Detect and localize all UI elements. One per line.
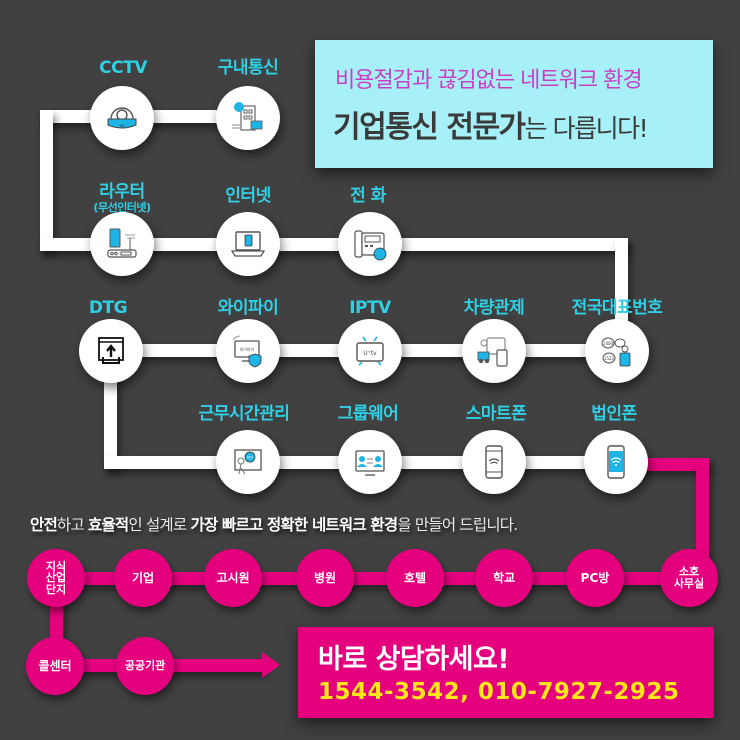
service-node-work-time: OFF	[216, 430, 280, 494]
service-node-phone	[338, 212, 402, 276]
path-line-magenta	[696, 458, 709, 578]
work-time-icon: OFF	[234, 449, 262, 475]
place-node-call-center: 콜센터	[26, 637, 84, 695]
router-icon	[107, 228, 137, 258]
laptop-icon	[230, 231, 266, 257]
groupware-icon	[355, 450, 385, 476]
place-node-public-agency: 공공기관	[116, 637, 174, 695]
cta-title: 바로 상담하세요!	[318, 644, 510, 675]
service-node-wifi: 와이파이	[216, 319, 280, 383]
service-node-smartphone	[462, 430, 526, 494]
path-line	[40, 238, 628, 251]
building-phone-icon	[232, 102, 263, 131]
place-node-school: 학교	[475, 549, 533, 607]
svg-text:oo: oo	[120, 123, 125, 128]
cta-phone-numbers[interactable]: 1544-3542, 010-7927-2925	[318, 679, 680, 705]
svg-text:OFF: OFF	[247, 456, 254, 460]
place-node-enterprise: 기업	[114, 549, 172, 607]
path-line	[40, 110, 53, 250]
service-node-vehicle	[462, 319, 526, 383]
service-node-router	[90, 212, 154, 276]
cctv-camera-icon: oo	[107, 107, 137, 129]
service-label-wifi: 와이파이	[217, 298, 279, 318]
service-node-internal-comm	[216, 86, 280, 150]
service-label-cctv: CCTV	[99, 58, 147, 78]
service-label-work-time: 근무시간관리	[198, 404, 290, 424]
svg-text:1522: 1522	[604, 356, 615, 361]
svg-text:U⁺tv: U⁺tv	[363, 350, 377, 357]
place-node-soho-office: 소호 사무실	[660, 549, 718, 607]
service-label-groupware: 그룹웨어	[337, 404, 399, 424]
tv-icon: U⁺tv	[356, 336, 384, 366]
corporate-phone-icon	[607, 445, 625, 479]
service-node-corp-phone	[584, 430, 648, 494]
arrow-head-icon	[262, 652, 280, 678]
service-label-iptv: IPTV	[349, 298, 391, 318]
service-label-internet: 인터넷	[225, 186, 271, 206]
service-label-phone: 전 화	[350, 186, 386, 206]
svg-text:1400: 1400	[603, 341, 614, 346]
service-label-smartphone: 스마트폰	[465, 404, 527, 424]
place-node-hotel: 호텔	[386, 549, 444, 607]
tagline: 안전하고 효율적인 설계로 가장 빠르고 정확한 네트워크 환경을 만들어 드립…	[30, 516, 518, 534]
office-phone-icon	[354, 230, 387, 261]
place-node-pc-cafe: PC방	[566, 549, 624, 607]
service-label-rep-number: 전국대표번호	[571, 298, 663, 318]
place-node-hospital: 병원	[296, 549, 354, 607]
headline-subtitle: 비용절감과 끊김없는 네트워크 환경	[335, 68, 643, 93]
wifi-monitor-shield-icon: 와이파이	[232, 335, 262, 368]
place-node-gosiwon: 고시원	[204, 549, 262, 607]
headline-title: 기업통신 전문가는 다릅니다!	[333, 110, 649, 145]
service-label-internal-comm: 구내통신	[217, 58, 279, 78]
representative-number-icon: 1400 1522	[601, 337, 631, 367]
truck-tracking-icon	[477, 337, 508, 367]
service-label-vehicle: 차량관제	[463, 298, 525, 318]
upload-icon	[98, 337, 124, 364]
headline-box: 비용절감과 끊김없는 네트워크 환경 기업통신 전문가는 다릅니다!	[315, 40, 713, 168]
svg-text:와이파이: 와이파이	[240, 346, 255, 352]
service-node-iptv: U⁺tv	[338, 319, 402, 383]
service-node-internet	[216, 212, 280, 276]
service-node-rep-number: 1400 1522	[585, 319, 649, 383]
cta-box: 바로 상담하세요! 1544-3542, 010-7927-2925	[298, 627, 714, 718]
service-node-groupware	[338, 430, 402, 494]
smartphone-icon	[485, 445, 503, 479]
place-node-industrial-complex: 지식 산업 단지	[27, 549, 85, 607]
service-label-corp-phone: 법인폰	[591, 404, 637, 424]
service-label-router: 라우터(무선인터넷)	[93, 182, 151, 214]
service-node-dtg	[79, 319, 143, 383]
service-label-dtg: DTG	[88, 298, 128, 318]
service-node-cctv: oo	[90, 86, 154, 150]
